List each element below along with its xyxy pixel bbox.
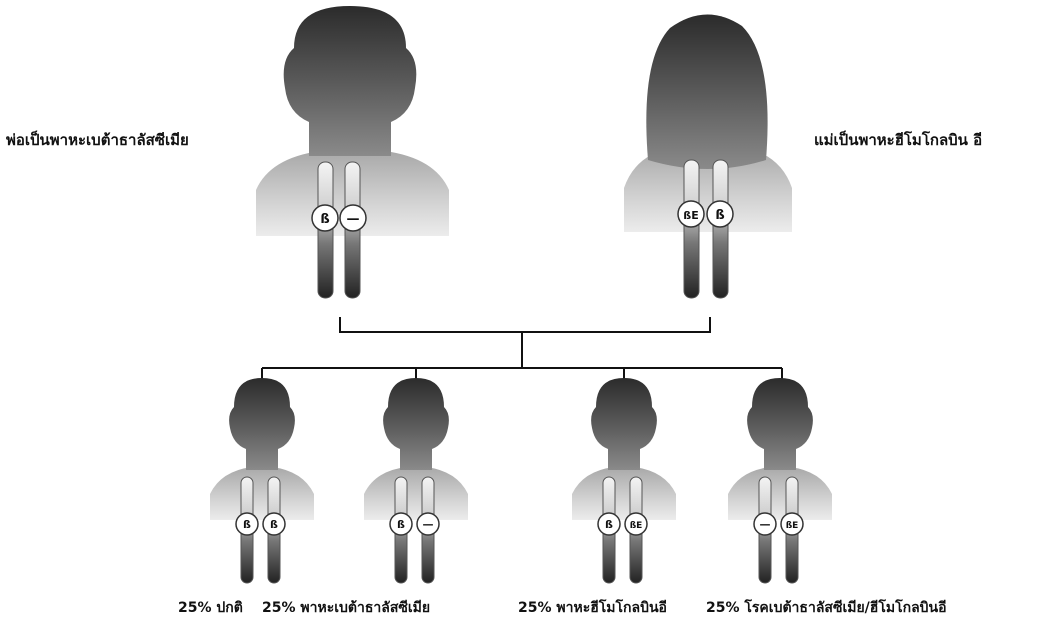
- child-4-allele-2: ßE: [786, 521, 799, 531]
- child-4-label: 25% โรคเบต้าธาลัสซีเมีย/ฮีโมโกลบินอี: [706, 600, 947, 616]
- mother-allele-2-marker: [706, 200, 734, 228]
- child-2-allele-1: ß: [397, 518, 405, 531]
- father-head: [283, 6, 417, 156]
- mother-chromosome-left: [683, 159, 700, 299]
- child-3-figure: ß ßE: [572, 378, 676, 584]
- child-3-label: 25% พาหะฮีโมโกลบินอี: [518, 600, 667, 616]
- child-4-allele-1: —: [760, 518, 771, 531]
- family-tree-connector: [261, 317, 783, 384]
- mother-hair: [646, 14, 768, 170]
- child-1-allele-2: ß: [270, 518, 278, 531]
- father-figure: ß —: [256, 6, 449, 299]
- child-1-allele-1: ß: [243, 518, 251, 531]
- child-3-allele-1: ß: [605, 518, 613, 531]
- father-allele-2: —: [347, 212, 360, 227]
- child-3-allele-2: ßE: [630, 521, 643, 531]
- mother-label: แม่เป็นพาหะฮีโมโกลบิน อี: [814, 131, 983, 149]
- father-label: พ่อเป็นพาหะเบต้าธาลัสซีเมีย: [6, 131, 189, 149]
- mother-allele-1-marker: [677, 200, 705, 228]
- mother-figure: ßE ß: [624, 14, 792, 299]
- child-4-figure: — ßE: [728, 378, 832, 584]
- father-allele-1-marker: [311, 204, 339, 232]
- father-allele-2-marker: [339, 204, 367, 232]
- child-2-label: 25% พาหะเบต้าธาลัสซีเมีย: [262, 600, 431, 616]
- child-2-allele-2: —: [423, 518, 434, 531]
- mother-chromosome-right: [712, 159, 729, 299]
- mother-shoulders: [624, 147, 792, 232]
- child-2-figure: ß —: [364, 378, 468, 584]
- father-allele-1: ß: [320, 212, 329, 227]
- mother-allele-2: ß: [715, 208, 724, 223]
- mother-allele-1: ßE: [683, 209, 698, 222]
- child-1-figure: ß ß: [210, 378, 314, 584]
- child-1-label: 25% ปกติ: [178, 600, 243, 616]
